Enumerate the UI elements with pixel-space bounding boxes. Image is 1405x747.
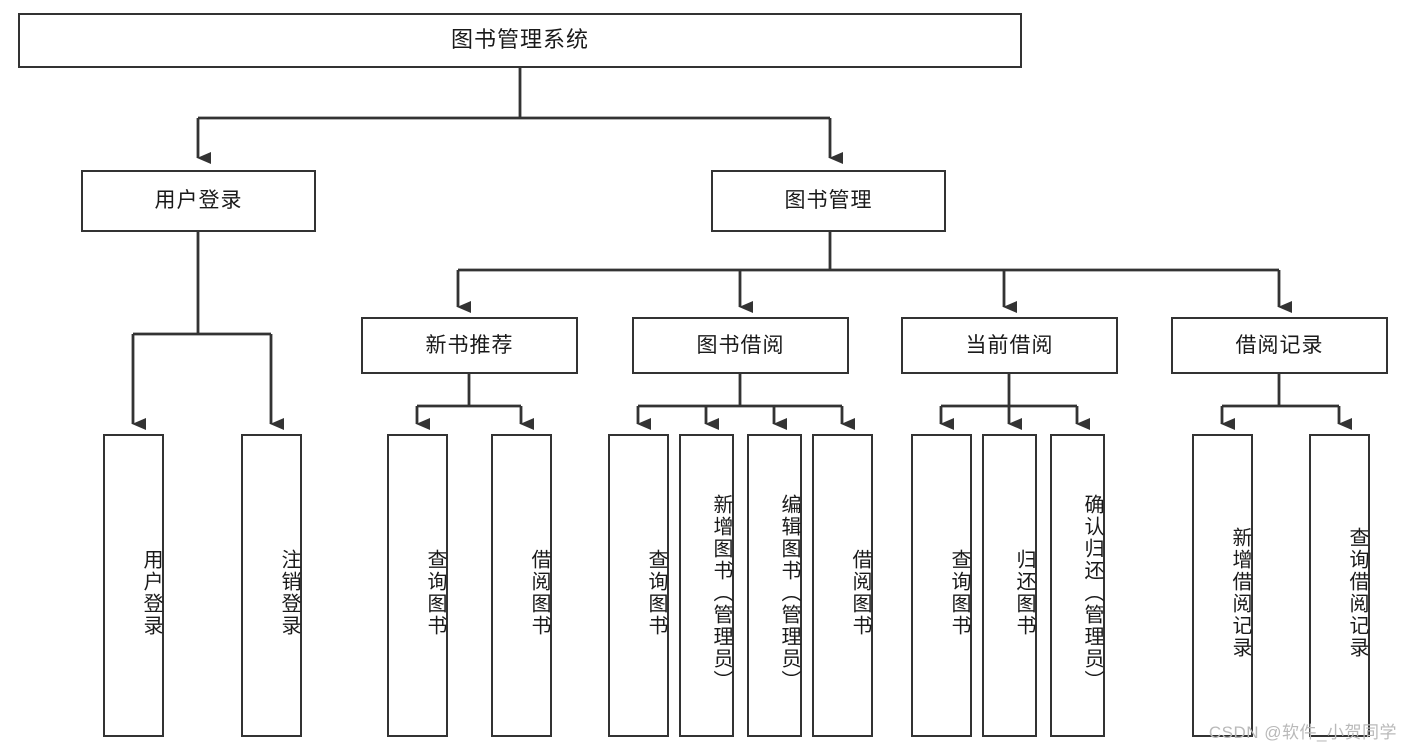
node-book-borrowing[interactable]: 图书借阅 xyxy=(632,317,849,374)
node-root-system[interactable]: 图书管理系统 xyxy=(18,13,1022,68)
node-label: 图书管理系统 xyxy=(450,27,589,53)
node-label: 归还图书 xyxy=(1013,548,1035,637)
leaf-borrow-book-1[interactable]: 借阅图书 xyxy=(491,434,552,737)
node-current-borrowing[interactable]: 当前借阅 xyxy=(901,317,1118,374)
csdn-watermark: CSDN @软件_小贺同学 xyxy=(1208,723,1397,742)
leaf-logout[interactable]: 注销登录 xyxy=(241,434,302,737)
node-label: 当前借阅 xyxy=(965,333,1054,357)
leaf-add-borrow-record[interactable]: 新增借阅记录 xyxy=(1192,434,1253,737)
node-label: 注销登录 xyxy=(278,548,300,637)
node-label: 编辑图书（管理员） xyxy=(778,493,800,692)
leaf-edit-book-admin[interactable]: 编辑图书（管理员） xyxy=(747,434,802,737)
leaf-query-book-3[interactable]: 查询图书 xyxy=(911,434,972,737)
node-label: 图书管理 xyxy=(784,189,873,213)
node-user-login[interactable]: 用户登录 xyxy=(81,170,316,232)
node-label: 查询图书 xyxy=(424,548,446,637)
node-label: 用户登录 xyxy=(140,548,162,637)
node-new-book-recommendation[interactable]: 新书推荐 xyxy=(361,317,578,374)
leaf-add-book-admin[interactable]: 新增图书（管理员） xyxy=(679,434,734,737)
node-label: 借阅图书 xyxy=(849,548,871,637)
node-label: 新增借阅记录 xyxy=(1229,526,1251,659)
leaf-user-login[interactable]: 用户登录 xyxy=(103,434,164,737)
node-borrow-records[interactable]: 借阅记录 xyxy=(1171,317,1388,374)
node-label: 新增图书（管理员） xyxy=(710,493,732,692)
node-label: 借阅记录 xyxy=(1235,333,1324,357)
node-label: 查询图书 xyxy=(645,548,667,637)
node-label: 确认归还（管理员） xyxy=(1081,493,1103,692)
node-label: 借阅图书 xyxy=(528,548,550,637)
leaf-confirm-return-admin[interactable]: 确认归还（管理员） xyxy=(1050,434,1105,737)
leaf-query-book-2[interactable]: 查询图书 xyxy=(608,434,669,737)
leaf-return-book[interactable]: 归还图书 xyxy=(982,434,1037,737)
node-label: 查询图书 xyxy=(948,548,970,637)
node-label: 查询借阅记录 xyxy=(1346,526,1368,659)
leaf-query-book-1[interactable]: 查询图书 xyxy=(387,434,448,737)
node-label: 用户登录 xyxy=(154,189,243,213)
leaf-query-borrow-record[interactable]: 查询借阅记录 xyxy=(1309,434,1370,737)
node-book-management[interactable]: 图书管理 xyxy=(711,170,946,232)
node-label: 图书借阅 xyxy=(696,333,785,357)
node-label: 新书推荐 xyxy=(425,333,514,357)
leaf-borrow-book-2[interactable]: 借阅图书 xyxy=(812,434,873,737)
